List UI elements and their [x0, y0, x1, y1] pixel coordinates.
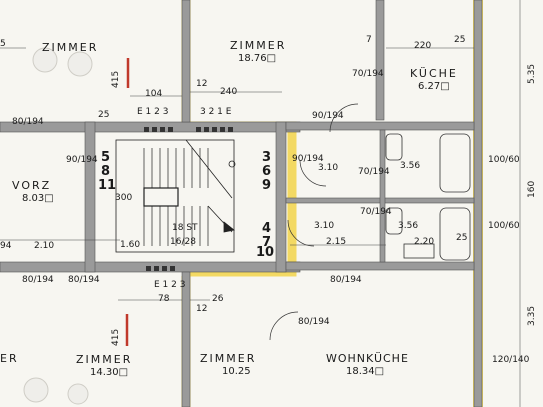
dim-240: 240 — [220, 87, 238, 97]
staircase — [115, 139, 236, 253]
dim-90-194-a: 90/194 — [312, 111, 344, 121]
room-zimmer-bottom-area: 10.25 — [222, 366, 251, 377]
room-left-edge-fragment: ER — [0, 352, 19, 365]
dim-100-60-b: 100/60 — [488, 221, 520, 231]
brick-hatch — [144, 127, 233, 271]
door-swings — [269, 103, 359, 341]
stair-e-top: E 1 2 3 — [137, 107, 169, 117]
room-wohnkueche: WOHNKÜCHE — [326, 352, 409, 365]
stair-step-left-2: 8 — [101, 164, 111, 179]
dim-80-194-l: 80/194 — [12, 117, 44, 127]
room-zimmer-top-area: 18.76□ — [238, 53, 277, 64]
dim-25-left: 25 — [98, 110, 110, 120]
room-kueche: KÜCHE — [410, 67, 458, 80]
dim-104: 104 — [145, 89, 163, 99]
stair-ratio: 16/28 — [170, 237, 196, 247]
dim-70-194-b: 70/194 — [358, 167, 390, 177]
dim-80-194-b: 80/194 — [298, 317, 330, 327]
room-vorz: VORZ — [12, 179, 52, 192]
dim-220-top: 220 — [414, 41, 432, 51]
dim-78: 78 — [158, 294, 170, 304]
room-zimmer-bottom-left: ZIMMER — [76, 353, 133, 366]
dim-12-bottom: 12 — [196, 304, 208, 314]
stair-e-bottom: E 1 2 3 — [154, 280, 186, 290]
room-kueche-area: 6.27□ — [418, 81, 450, 92]
dim-160: 160 — [527, 180, 537, 198]
dim-3-56-a: 3.56 — [400, 161, 421, 171]
stair-step-right-2: 6 — [262, 164, 272, 179]
dim-2-20: 2.20 — [414, 237, 435, 247]
stair-step-right-3: 9 — [262, 178, 272, 193]
dim-80-194-bl2: 80/194 — [68, 275, 100, 285]
dim-25-b: 25 — [456, 233, 468, 243]
dim-12-top: 12 — [196, 79, 208, 89]
dim-3-10-b: 3.10 — [314, 221, 335, 231]
dimension-lines — [0, 0, 521, 407]
dim-25-top: 25 — [454, 35, 466, 45]
dim-80-194-br: 80/194 — [330, 275, 362, 285]
dim-3-35: 3.35 — [527, 305, 537, 326]
dim-90-194-left: 90/194 — [66, 155, 98, 165]
stair-step-right-low-2: 7 — [262, 235, 272, 250]
red-marks — [125, 58, 130, 346]
dim-100-60-a: 100/60 — [488, 155, 520, 165]
dim-7: 7 — [366, 35, 372, 45]
dim-415-b: 415 — [111, 328, 121, 346]
dim-415-a: 415 — [111, 70, 121, 88]
dim-2-10: 2.10 — [34, 241, 55, 251]
dim-3-10: 3.10 — [318, 163, 339, 173]
stair-step-left-3: 11 — [98, 178, 117, 193]
stair-step-left-1: 5 — [101, 150, 111, 165]
dim-90-194-v: 90/194 — [292, 154, 324, 164]
dim-80-194-bl: 80/194 — [22, 275, 54, 285]
dim-2-15: 2.15 — [326, 237, 347, 247]
dim-3-56-b: 3.56 — [398, 221, 419, 231]
room-zimmer-bottom-left-area: 14.30□ — [90, 367, 129, 378]
stair-step-right-low-3: 10 — [256, 245, 275, 260]
dim-70-194-k: 70/194 — [352, 69, 384, 79]
dim-70-194-c: 70/194 — [360, 207, 392, 217]
stair-step-right-1: 3 — [262, 150, 272, 165]
room-vorz-area: 8.03□ — [22, 193, 54, 204]
stair-label: 18 ST — [172, 223, 198, 233]
room-zimmer-top: ZIMMER — [230, 39, 287, 52]
punch-holes — [23, 47, 93, 405]
dim-120-140: 120/140 — [492, 355, 530, 365]
dim-94: 94 — [0, 241, 12, 251]
stair-e-top-b: 3 2 1 E — [200, 107, 232, 117]
dim-1-60: 1.60 — [120, 240, 141, 250]
dim-5-35: 5.35 — [527, 63, 537, 84]
dim-5-edge: 5 — [0, 39, 6, 49]
room-zimmer-bottom: ZIMMER — [200, 352, 257, 365]
bathroom-fixtures — [385, 133, 471, 261]
room-zimmer-top-left: ZIMMER — [42, 41, 99, 54]
dim-300: 300 — [115, 193, 133, 203]
stair-step-right-low-1: 4 — [262, 221, 272, 236]
room-wohnkueche-area: 18.34□ — [346, 366, 385, 377]
dim-26: 26 — [212, 294, 224, 304]
